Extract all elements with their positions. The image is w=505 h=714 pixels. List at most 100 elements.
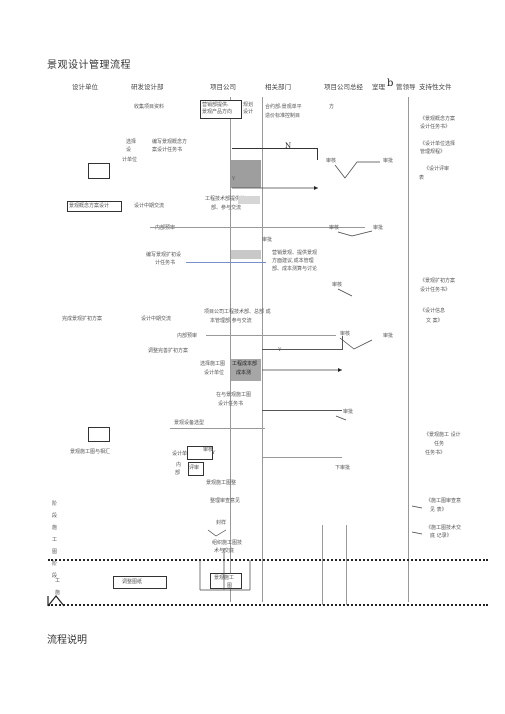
- node-inner-label: 内: [176, 462, 182, 468]
- support-doc-8: 设计任务书》: [420, 287, 451, 293]
- support-doc-6: 表: [419, 175, 425, 181]
- adjust-box: [113, 576, 167, 589]
- header-head-room: 室理: [372, 83, 385, 91]
- node-review-label: 评审: [189, 465, 200, 471]
- node-design-unit-box-2: 审核: [203, 447, 214, 453]
- node-review-3: 审核: [332, 282, 343, 288]
- node-work-label: 工: [55, 578, 61, 584]
- node-design-mid-exchange-2: 设计中期交流: [141, 316, 172, 322]
- node-organize-construct: 组织施工图技: [212, 540, 243, 546]
- node-market-research-2: 景观产品方向: [202, 109, 233, 115]
- support-doc-7: 《景观扩初方案: [420, 278, 456, 284]
- support-doc-2: 设计任务书》: [420, 124, 451, 130]
- footer-process-notes: 流程说明: [47, 635, 87, 646]
- node-write-expanded: 编写景观扩初设: [146, 252, 182, 258]
- node-marketing-cost: 营销景观、提供景观: [272, 250, 318, 256]
- node-internal-review-2: 内部预审: [177, 333, 198, 339]
- side-label-text: 阶段施工图阶段: [52, 501, 58, 579]
- node-marketing-cost-2: 方面建议,成本管理: [272, 258, 314, 264]
- node-adjust-plan: 调整完善扩初方案: [148, 348, 189, 354]
- support-doc-17: 底 记录》: [430, 533, 452, 539]
- concept-plan-box: [67, 201, 122, 212]
- node-project-eng: 项目公司工程技术部、总部 成: [204, 309, 271, 315]
- node-design-phase-exchange: 设计中期交流: [134, 203, 165, 209]
- node-tech-change-2: 图: [227, 583, 233, 589]
- node-design-unit-box: 设计单: [172, 451, 188, 457]
- support-doc-5: 《设计评审: [424, 166, 450, 172]
- node-approve-3: 审批: [383, 333, 394, 339]
- design-unit-box: [187, 446, 213, 460]
- node-operation-2: 造价标准控制目: [265, 113, 301, 119]
- support-doc-1: 《景观概念方案: [420, 116, 456, 122]
- node-write-construct: 在与景观施工图: [216, 392, 252, 398]
- node-approve-1: 审批: [383, 158, 394, 164]
- header-rnd-dept: 研发设计部: [131, 83, 164, 91]
- node-market-research-box: [200, 100, 242, 119]
- node-review-1: 审核: [326, 158, 337, 164]
- node-marketing-cost-3: 部、成本测算与讨论: [272, 266, 318, 272]
- support-doc-16: 《施工图技术交: [426, 525, 462, 531]
- support-doc-14: 《施工图审查意: [426, 498, 462, 504]
- side-label-stage: 阶段施工图阶段: [52, 498, 58, 582]
- node-expanded-plan: 完成景观扩初方案: [62, 316, 103, 322]
- support-doc-3: 《设计单位选择: [420, 141, 456, 147]
- support-doc-11: 《景观施工 设计: [424, 432, 461, 438]
- node-select-unit: 选择: [126, 139, 137, 145]
- node-concept-plan: 景观概念方案设计: [69, 203, 110, 209]
- node-compile-review: 整理审查意见: [210, 498, 241, 504]
- node-write-construct-2: 设计任务书: [218, 401, 244, 407]
- header-related-dept: 相关部门: [265, 83, 291, 91]
- node-tender-bid-2: 成本测: [236, 370, 252, 376]
- header-subscript-b: b: [387, 78, 394, 89]
- node-approve-label: 审批: [262, 237, 273, 243]
- node-collect-info: 收集项目资料: [134, 104, 165, 110]
- node-select-unit-3: 计单位: [122, 157, 138, 163]
- node-construct-design: 景观施工图与相汇: [70, 449, 111, 455]
- node-review-4: 审核: [340, 331, 351, 337]
- review-box: [188, 462, 204, 476]
- node-sign-off: 下审批: [335, 465, 351, 471]
- node-tender-bid: 工程成本部: [232, 361, 258, 367]
- page-title: 景观设计管理流程: [47, 60, 131, 71]
- shade-block-2: [231, 359, 261, 381]
- node-adjust-label: 调整图纸: [122, 579, 143, 585]
- node-engineering-tech: 工程技术部提供技: [205, 196, 246, 202]
- node-planning-design-2: 设计: [243, 109, 254, 115]
- node-write-expanded-2: 计任务书: [155, 260, 176, 266]
- header-mgmt-leader: 管领导: [396, 83, 416, 91]
- support-doc-12: 任务: [434, 441, 445, 447]
- support-doc-15: 见 表》: [430, 507, 447, 513]
- node-work-label-2: 施: [55, 590, 61, 596]
- node-select-construct: 选择施工图: [200, 361, 226, 367]
- node-select-unit-2: 设: [126, 147, 132, 153]
- node-review-2: 审核: [329, 225, 340, 231]
- node-write-concept-2: 案设计任务书: [152, 147, 183, 153]
- node-project-eng-2: 本管理部,参与交流: [210, 318, 252, 324]
- tech-change-box: [210, 573, 242, 589]
- node-planning-design: 规划: [243, 102, 254, 108]
- flow-y-mark-1: Y: [232, 176, 236, 182]
- header-project-company: 项目公司: [210, 83, 236, 91]
- node-approve-2: 审批: [373, 225, 384, 231]
- support-doc-10: 文 案》: [426, 318, 443, 324]
- node-construct-review: 景观施工图整: [206, 480, 237, 486]
- header-support-docs: 支持性文件: [419, 83, 452, 91]
- node-operation: 合约部:景观单平: [265, 104, 302, 110]
- node-report-review: 内部预审: [155, 225, 176, 231]
- shade-block-1: [231, 160, 261, 188]
- header-company-leader: 项目公司总经: [324, 83, 363, 91]
- node-market-research: 营销部提供:: [202, 102, 229, 108]
- support-doc-4: 管理规程》: [420, 149, 446, 155]
- support-doc-9: 《设计信息: [420, 308, 446, 314]
- support-doc-13: 任务书》: [425, 450, 446, 456]
- node-inner-label-2: 部: [175, 470, 181, 476]
- node-write-concept: 编写景观概念方: [152, 139, 188, 145]
- node-select-construct-2: 设计单位: [204, 370, 225, 376]
- header-design-unit: 设计单位: [72, 83, 98, 91]
- node-operation-prefix: 方: [329, 104, 335, 110]
- flow-n-mark: N: [285, 142, 292, 150]
- node-approve-4: 审批: [343, 409, 354, 415]
- design-unit-empty-box-2: [88, 427, 110, 442]
- flow-y-mark-3: Y: [212, 450, 216, 456]
